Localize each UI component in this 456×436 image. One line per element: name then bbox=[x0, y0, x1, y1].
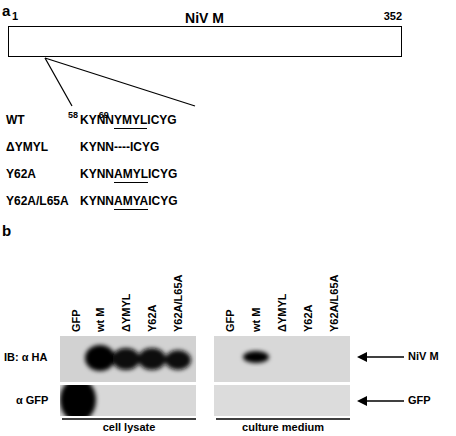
arrow-head bbox=[357, 396, 367, 406]
band-label: GFP bbox=[408, 394, 431, 407]
lane-label: Y62A bbox=[302, 304, 315, 332]
lane-label: Y62A/L65A bbox=[172, 275, 185, 332]
construct-name: WT bbox=[6, 114, 25, 128]
blot-bands bbox=[60, 385, 96, 416]
construct-name: Y62A bbox=[6, 168, 36, 182]
blot-panel bbox=[214, 336, 350, 382]
construct-name: ΔYMYL bbox=[6, 141, 48, 155]
lane-label: Y62A bbox=[146, 304, 159, 332]
group-bar bbox=[62, 418, 196, 420]
lane-label: Y62A/L65A bbox=[328, 275, 341, 332]
band-label: NiV M bbox=[408, 350, 439, 363]
antibody-label: α GFP bbox=[16, 394, 48, 407]
panel-letter: a bbox=[2, 2, 10, 19]
motif-underline bbox=[114, 209, 148, 211]
sequence: KYNNAMYLICYG bbox=[80, 168, 177, 182]
sequence: KYNNYMYLICYG bbox=[80, 114, 177, 128]
lane-label: GFP bbox=[224, 309, 237, 332]
blot-panel bbox=[60, 336, 196, 382]
group-bar bbox=[216, 418, 350, 420]
sequence: KYNN----ICYG bbox=[80, 141, 159, 155]
lane-label: wt M bbox=[250, 308, 263, 332]
residue-number: 58 bbox=[68, 110, 78, 120]
blot-band bbox=[243, 351, 269, 363]
group-label: culture medium bbox=[242, 421, 324, 434]
lane-label: ΔYMYL bbox=[276, 294, 289, 332]
arrow-line bbox=[364, 400, 404, 402]
protein-name: NiV M bbox=[185, 10, 224, 26]
arrow-line bbox=[364, 356, 404, 358]
sequence: KYNNAMYAICYG bbox=[80, 195, 178, 209]
zoom-line bbox=[45, 58, 195, 106]
residue-number: 1 bbox=[12, 10, 18, 23]
arrow-head bbox=[357, 352, 367, 362]
blot-bands bbox=[85, 345, 191, 371]
protein-bar: NiV M bbox=[8, 26, 402, 57]
group-label: cell lysate bbox=[103, 421, 156, 434]
lane-label: ΔYMYL bbox=[120, 294, 133, 332]
motif-underline bbox=[114, 128, 147, 130]
lane-label: GFP bbox=[70, 309, 83, 332]
panel-letter: b bbox=[2, 222, 11, 239]
motif-underline bbox=[114, 182, 148, 184]
construct-name: Y62A/L65A bbox=[6, 195, 69, 209]
lane-label: wt M bbox=[94, 308, 107, 332]
blot-panel bbox=[214, 385, 350, 416]
residue-number: 352 bbox=[384, 10, 402, 23]
antibody-label: IB: α HA bbox=[4, 351, 47, 364]
